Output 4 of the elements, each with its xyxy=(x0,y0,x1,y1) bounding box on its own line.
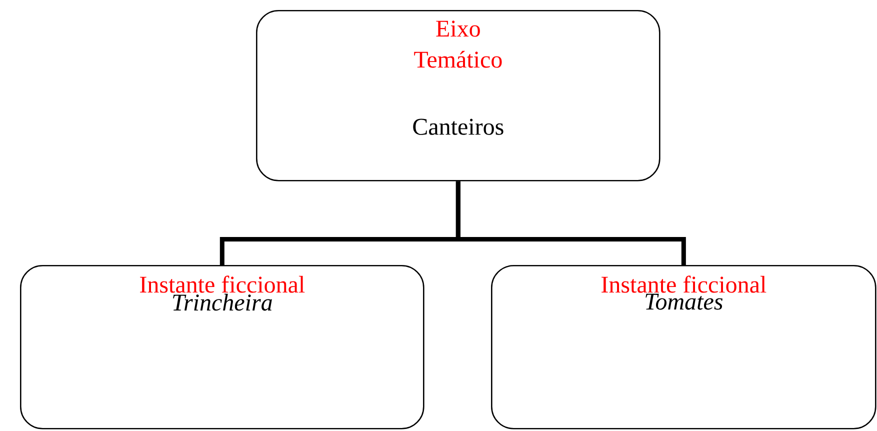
connector-line xyxy=(456,181,686,265)
rounded-box: Eixo Temático Canteiros xyxy=(256,10,660,182)
rounded-box: Instante ficcional Tomates xyxy=(491,265,876,430)
rounded-box: Instante ficcional Trincheira xyxy=(20,265,424,430)
